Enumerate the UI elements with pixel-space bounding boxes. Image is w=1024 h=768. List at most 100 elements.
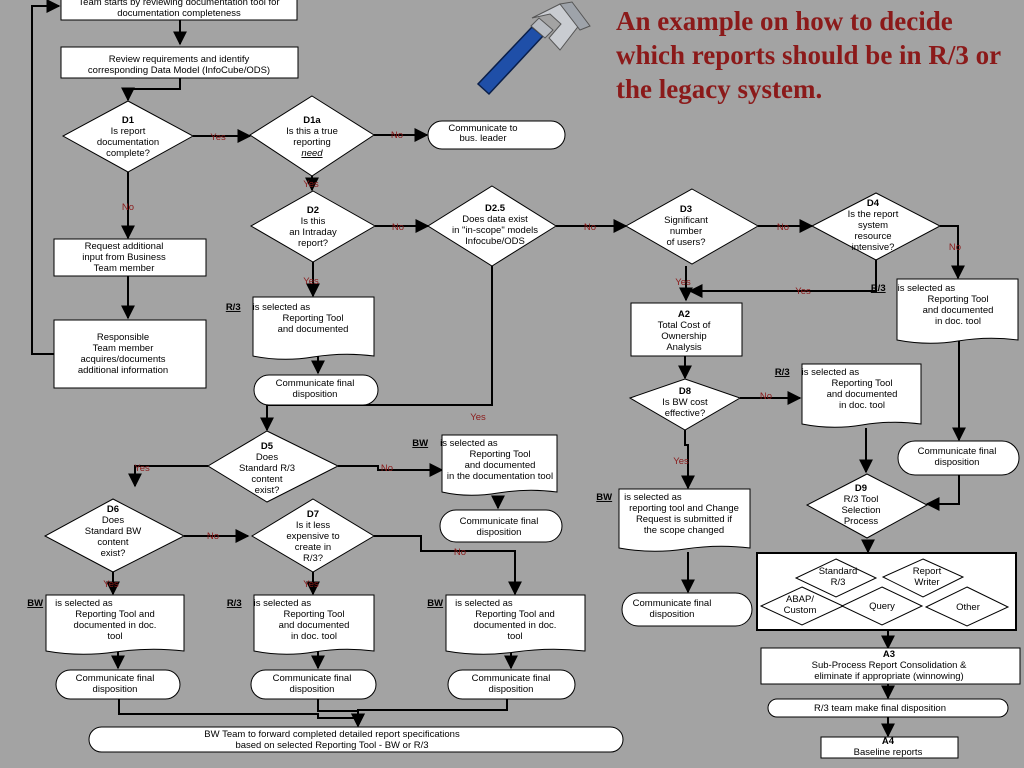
a3-box [760,647,1021,685]
r3-d8-doc [801,363,922,428]
d1a-decision [249,95,375,177]
lbl-d5-no: No [381,463,393,474]
r3-final-terminator [767,698,1009,718]
final-2-terminator [250,669,377,700]
r3-d4-doc [896,278,1019,344]
d3-decision [624,188,760,265]
connectors [31,0,966,738]
start-box [60,0,298,21]
d7-decision [251,498,375,573]
final-3-terminator [447,669,576,700]
option-other-shape [924,586,1010,627]
page-title: An example on how to decide which report… [616,6,1001,104]
opt-abap-text: ABAP/Custom [784,594,817,616]
lbl-d1-no: No [122,202,134,213]
lbl-d6-no: No [207,531,219,542]
lbl-d8-no: No [760,391,772,402]
lbl-d25-no: No [584,222,596,233]
lbl-d7-no: No [454,547,466,558]
lbl-d2-no: No [392,222,404,233]
communicate-leader-terminator [427,120,566,150]
r3-d7-doc [253,594,375,655]
lbl-d4-yes: Yes [795,286,811,297]
d5-decision [207,430,340,503]
d9-decision [805,473,929,539]
a2-box [630,302,743,357]
d8-decision [628,378,742,431]
node-texts: Team starts by reviewing documentation t… [27,0,996,758]
option-standard-shape [794,558,878,598]
lbl-d25-yes: Yes [470,412,486,423]
option-writer-shape [881,558,965,598]
lbl-d1-yes: Yes [210,132,226,143]
d6-decision [43,498,186,573]
bw-d6-doc [45,594,185,655]
lbl-d1a-no: No [391,130,403,141]
a4-box [820,736,959,759]
r3-final-text: R/3 team make final disposition [814,703,946,714]
final-d5-terminator [439,509,563,543]
lbl-d1a-yes: Yes [303,179,319,190]
lbl-d5-yes: Yes [134,463,150,474]
bw-d8-doc [618,488,751,552]
flowchart-nodes [43,0,1021,759]
d25-decision [427,185,557,267]
final-d8-terminator [621,592,753,627]
final-1-terminator [55,669,181,700]
request-input-box [53,238,207,277]
lbl-d4-no: No [949,242,961,253]
hammer-icon [476,1,591,96]
responsible-box [53,319,207,389]
r3-intraday-doc [252,296,375,360]
opt-query-text: Query [869,601,895,612]
forward-text: BW Team to forward completed detailed re… [204,729,460,751]
lbl-d8-yes: Yes [673,456,689,467]
final-d4-terminator [897,440,1020,476]
lbl-d2-yes: Yes [303,276,319,287]
lbl-d3-yes: Yes [675,277,691,288]
forward-terminator [88,726,624,753]
d1-decision [61,100,195,173]
bw-d7-doc [445,594,586,655]
lbl-d6-yes: Yes [103,579,119,590]
lbl-d7-yes: Yes [303,579,319,590]
option-query-shape [840,586,924,626]
start-text: Team starts by reviewing documentation t… [78,0,279,19]
lbl-d3-no: No [777,222,789,233]
final-intraday-terminator [253,374,379,406]
opt-other-text: Other [956,602,980,613]
option-abap-shape [759,586,845,626]
d4-decision [810,192,942,261]
review-box [60,46,299,79]
